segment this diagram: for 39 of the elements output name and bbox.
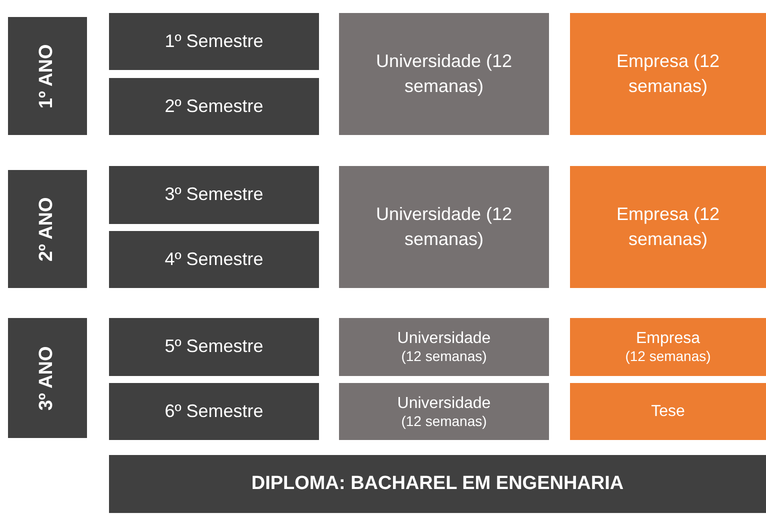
box-label: Universidade <box>397 329 491 348</box>
box-label: 5º Semestre <box>164 336 264 358</box>
box-label: Universidade <box>397 394 491 413</box>
box-label: 3º ANO <box>36 346 58 410</box>
year-box <box>8 318 87 438</box>
year-box <box>8 17 87 135</box>
year-box <box>8 170 87 288</box>
company-box <box>570 383 766 440</box>
box-label: Universidade (12 semanas) <box>374 50 514 98</box>
box-label: Universidade (12 semanas) <box>374 202 514 251</box>
university-box <box>339 383 549 440</box>
semester-box <box>109 13 319 70</box>
diploma-banner <box>109 455 766 513</box>
semester-box <box>109 383 319 440</box>
duration-label: (12 semanas) <box>401 348 487 365</box>
box-label: 3º Semestre <box>164 184 264 206</box>
box-label: 1º Semestre <box>164 30 264 52</box>
duration-label: (12 semanas) <box>401 412 487 430</box>
semester-box <box>109 318 319 376</box>
box-label: Empresa (12 semanas) <box>615 202 721 251</box>
company-box <box>570 318 766 376</box>
box-label: Tese <box>651 402 685 422</box>
company-box <box>570 13 766 135</box>
box-label: DIPLOMA: BACHAREL EM ENGENHARIA <box>251 472 624 496</box>
university-box <box>339 166 549 288</box>
box-label: 2º Semestre <box>164 96 264 118</box>
university-box <box>339 318 549 376</box>
semester-box <box>109 78 319 135</box>
semester-box <box>109 231 319 288</box>
box-label: 4º Semestre <box>164 248 264 270</box>
box-label: 1º ANO <box>36 44 58 108</box>
semester-box <box>109 166 319 224</box>
duration-label: (12 semanas) <box>625 348 711 365</box>
company-box <box>570 166 766 288</box>
university-box <box>339 13 549 135</box>
box-label: Empresa (12 semanas) <box>615 50 721 98</box>
box-label: 6º Semestre <box>164 400 264 422</box>
box-label: Empresa <box>636 329 700 348</box>
box-label: 2º ANO <box>36 196 58 262</box>
